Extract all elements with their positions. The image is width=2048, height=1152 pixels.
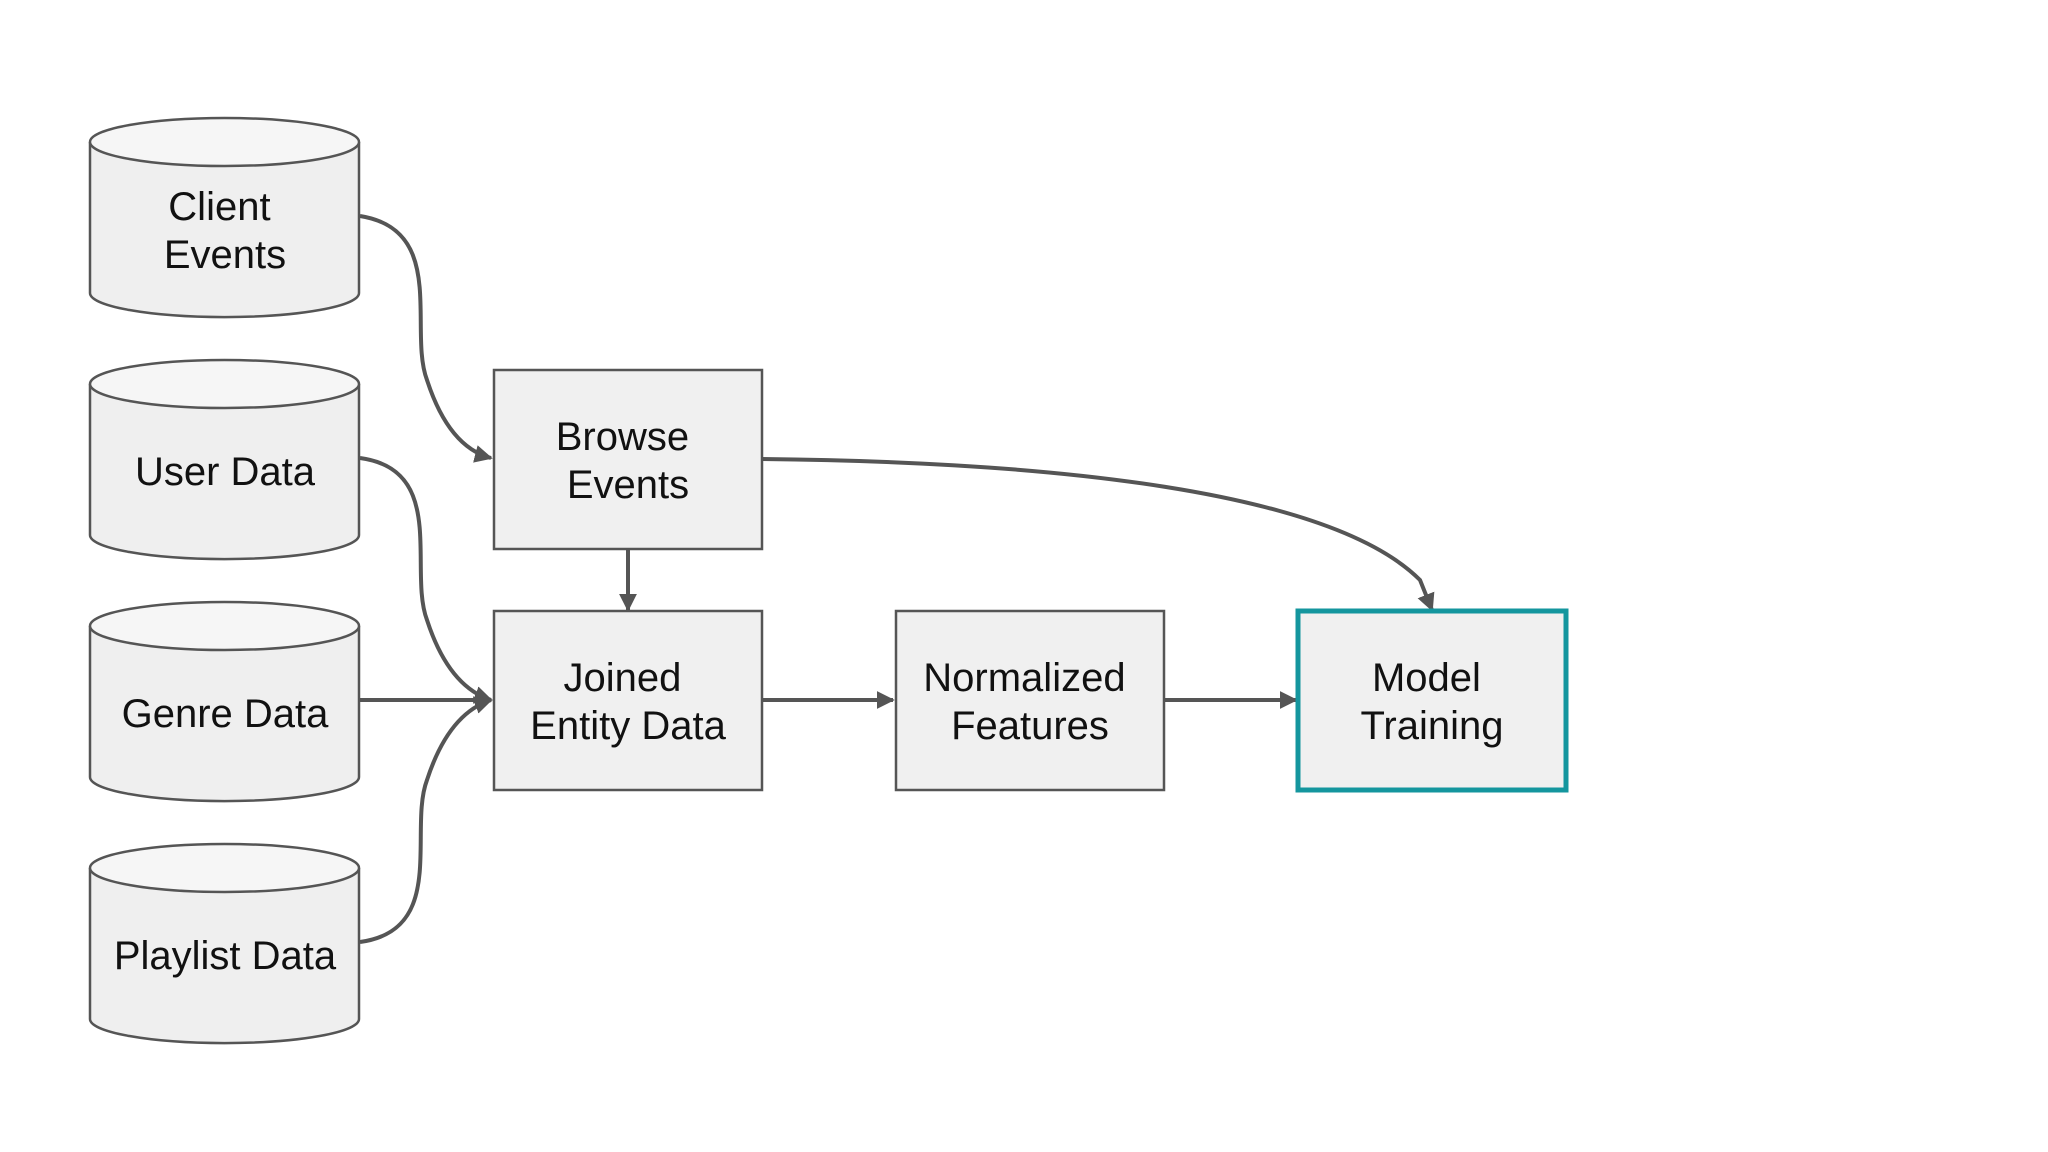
step-label: Browse Events <box>556 415 701 507</box>
edge-user-to-joined <box>359 456 493 704</box>
source-label: Client Events <box>164 185 286 277</box>
database-cylinder-icon <box>88 142 361 319</box>
edge-playlist-to-joined <box>359 696 493 944</box>
edge-browse-to-model <box>761 457 1435 612</box>
step-label: Normalized Features <box>923 656 1136 748</box>
step-label: Model Training <box>1360 656 1503 748</box>
database-cylinder-icon <box>88 626 361 803</box>
highlighted-step-box <box>1295 608 1569 793</box>
source-user-data: User Data <box>88 358 361 561</box>
source-label: Playlist Data <box>114 934 337 978</box>
cylinder-top <box>88 842 361 894</box>
source-client-events: Client Events <box>88 116 361 319</box>
cylinder-top <box>88 358 361 410</box>
step-normalized-features: Normalized Features <box>894 609 1166 792</box>
source-label: User Data <box>135 450 316 494</box>
step-joined-entity-data: Joined Entity Data <box>492 609 764 792</box>
database-cylinder-icon <box>88 868 361 1045</box>
source-genre-data: Genre Data <box>88 600 361 803</box>
step-browse-events: Browse Events <box>492 368 764 551</box>
step-model-training: Model Training <box>1295 608 1569 793</box>
database-cylinder-icon <box>88 384 361 561</box>
step-box <box>894 609 1166 792</box>
cylinder-top <box>88 600 361 652</box>
edges <box>359 214 1435 944</box>
cylinder-top <box>88 116 361 168</box>
step-label: Joined Entity Data <box>530 656 726 748</box>
step-box <box>492 368 764 551</box>
edge-client-to-browse <box>359 214 493 463</box>
source-label: Genre Data <box>122 692 330 736</box>
source-playlist-data: Playlist Data <box>88 842 361 1045</box>
step-box <box>492 609 764 792</box>
